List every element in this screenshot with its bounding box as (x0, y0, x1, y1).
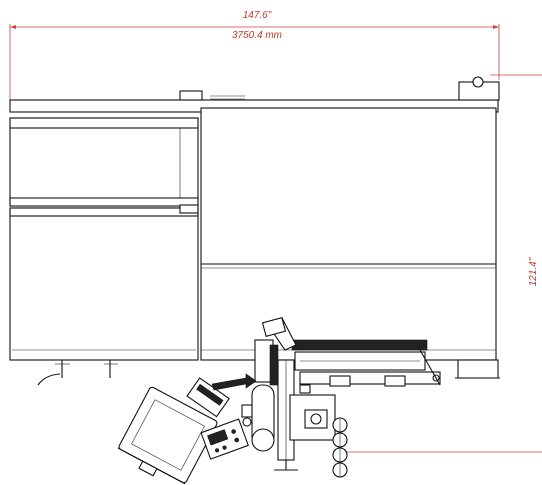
top-rail-bracket (179, 90, 203, 101)
height-dimension: 121.4" (345, 74, 542, 453)
left-cabinet-legs (37, 360, 118, 386)
left-cabinet-lower-body (9, 207, 199, 361)
conveyor-assembly (291, 339, 441, 387)
labeler-arm (254, 316, 297, 386)
sensor-details (241, 384, 311, 427)
left-cabinet-upper (9, 117, 199, 207)
left-cable (37, 373, 61, 386)
left-cabinet-lower (9, 204, 199, 361)
vertical-mast (274, 359, 336, 471)
bottom-right-motor (457, 359, 499, 379)
roller-chain (332, 417, 348, 478)
control-panel-screen (207, 429, 229, 446)
width-dimension: 147.6" 3750.4 mm (9, 10, 500, 100)
main-enclosure (200, 107, 500, 379)
pressure-roller (251, 384, 275, 452)
width-arrow-left (10, 25, 16, 29)
top-right-motor-cap (472, 76, 484, 88)
pusher-arrow (211, 373, 257, 391)
width-mm-label: 3750.4 mm (232, 30, 282, 41)
width-arrow-right (493, 25, 499, 29)
width-inches-label: 147.6" (243, 10, 272, 21)
conveyor-belt (291, 339, 428, 351)
main-enclosure-body (200, 107, 497, 361)
control-panel (200, 418, 249, 460)
printer-unit (117, 386, 218, 485)
height-inches-label: 121.4" (528, 257, 539, 286)
top-rail (9, 76, 500, 113)
left-cabinet-upper-body (9, 117, 199, 205)
